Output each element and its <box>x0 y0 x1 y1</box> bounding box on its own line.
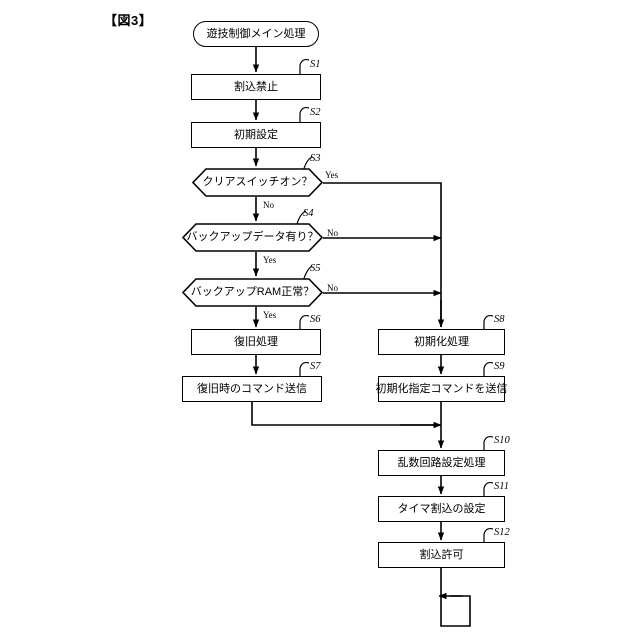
leader-s2 <box>299 106 310 122</box>
flow-node-label: クリアスイッチオン？ <box>202 176 313 188</box>
figure-label: 【図3】 <box>104 13 153 28</box>
flow-node-label: 初期設定 <box>234 128 278 141</box>
step-label-s5: S5 <box>310 263 321 274</box>
branch-label-s3-yes: Yes <box>325 170 339 180</box>
decision-hexagon <box>182 278 323 307</box>
flow-node-label: 遊技制御メイン処理 <box>206 27 306 40</box>
edge-s3-yes-rail <box>323 182 442 327</box>
step-label-s7: S7 <box>310 361 321 372</box>
flow-node-label: 初期化処理 <box>414 335 469 348</box>
flow-node-s3: クリアスイッチオン？ <box>192 168 323 197</box>
branch-label-s4-yes: Yes <box>263 255 277 265</box>
branch-label-s5-yes: Yes <box>263 310 277 320</box>
leader-s9 <box>483 361 494 376</box>
decision-hexagon <box>182 223 323 252</box>
step-label-s2: S2 <box>310 107 321 118</box>
leader-s6 <box>299 314 310 329</box>
flow-node-label: バックアップRAM正常？ <box>190 286 315 298</box>
flow-node-s1: 割込禁止 <box>191 74 321 100</box>
flow-node-s8: 初期化処理 <box>378 329 505 355</box>
step-label-s3: S3 <box>310 153 321 164</box>
leader-s7 <box>299 361 310 376</box>
branch-label-s3-no: No <box>263 200 274 210</box>
branch-label-s4-no: No <box>327 228 338 238</box>
branch-label-s5-no: No <box>327 283 338 293</box>
step-label-s9: S9 <box>494 361 505 372</box>
flow-node-label: バックアップデータ有り？ <box>186 231 319 243</box>
flow-node-s2: 初期設定 <box>191 122 321 148</box>
leader-s1 <box>299 58 310 74</box>
edge-loop-back <box>440 568 471 627</box>
edge-s7-join <box>251 402 439 426</box>
flow-node-s10: 乱数回路設定処理 <box>378 450 505 476</box>
step-label-s4: S4 <box>303 208 314 219</box>
flow-node-s5: バックアップRAM正常？ <box>182 278 323 307</box>
flow-node-label: 乱数回路設定処理 <box>397 456 486 469</box>
flow-node-s7: 復旧時のコマンド送信 <box>182 376 322 402</box>
flow-node-label: 復旧時のコマンド送信 <box>197 382 307 395</box>
flow-node-s9: 初期化指定コマンドを送信 <box>375 376 508 402</box>
flow-node-label: 割込許可 <box>419 548 464 561</box>
flow-node-s6: 復旧処理 <box>191 329 321 355</box>
step-label-s6: S6 <box>310 314 321 325</box>
flow-node-s12: 割込許可 <box>378 542 505 568</box>
leader-s11 <box>483 481 494 496</box>
flow-node-s4: バックアップデータ有り？ <box>182 223 323 252</box>
leader-s12 <box>483 527 494 542</box>
decision-hexagon <box>192 168 323 197</box>
leader-s10 <box>483 435 494 450</box>
step-label-s11: S11 <box>494 481 509 492</box>
flow-node-label: 割込禁止 <box>234 80 278 93</box>
step-label-s10: S10 <box>494 435 510 446</box>
flow-node-s11: タイマ割込の設定 <box>378 496 505 522</box>
flow-node-label: タイマ割込の設定 <box>397 502 486 515</box>
step-label-s12: S12 <box>494 527 510 538</box>
step-label-s1: S1 <box>310 59 321 70</box>
flow-node-label: 初期化指定コマンドを送信 <box>375 382 508 395</box>
flow-node-label: 復旧処理 <box>234 335 278 348</box>
leader-s8 <box>483 314 494 329</box>
step-label-s8: S8 <box>494 314 505 325</box>
flow-node-start: 遊技制御メイン処理 <box>193 21 319 47</box>
